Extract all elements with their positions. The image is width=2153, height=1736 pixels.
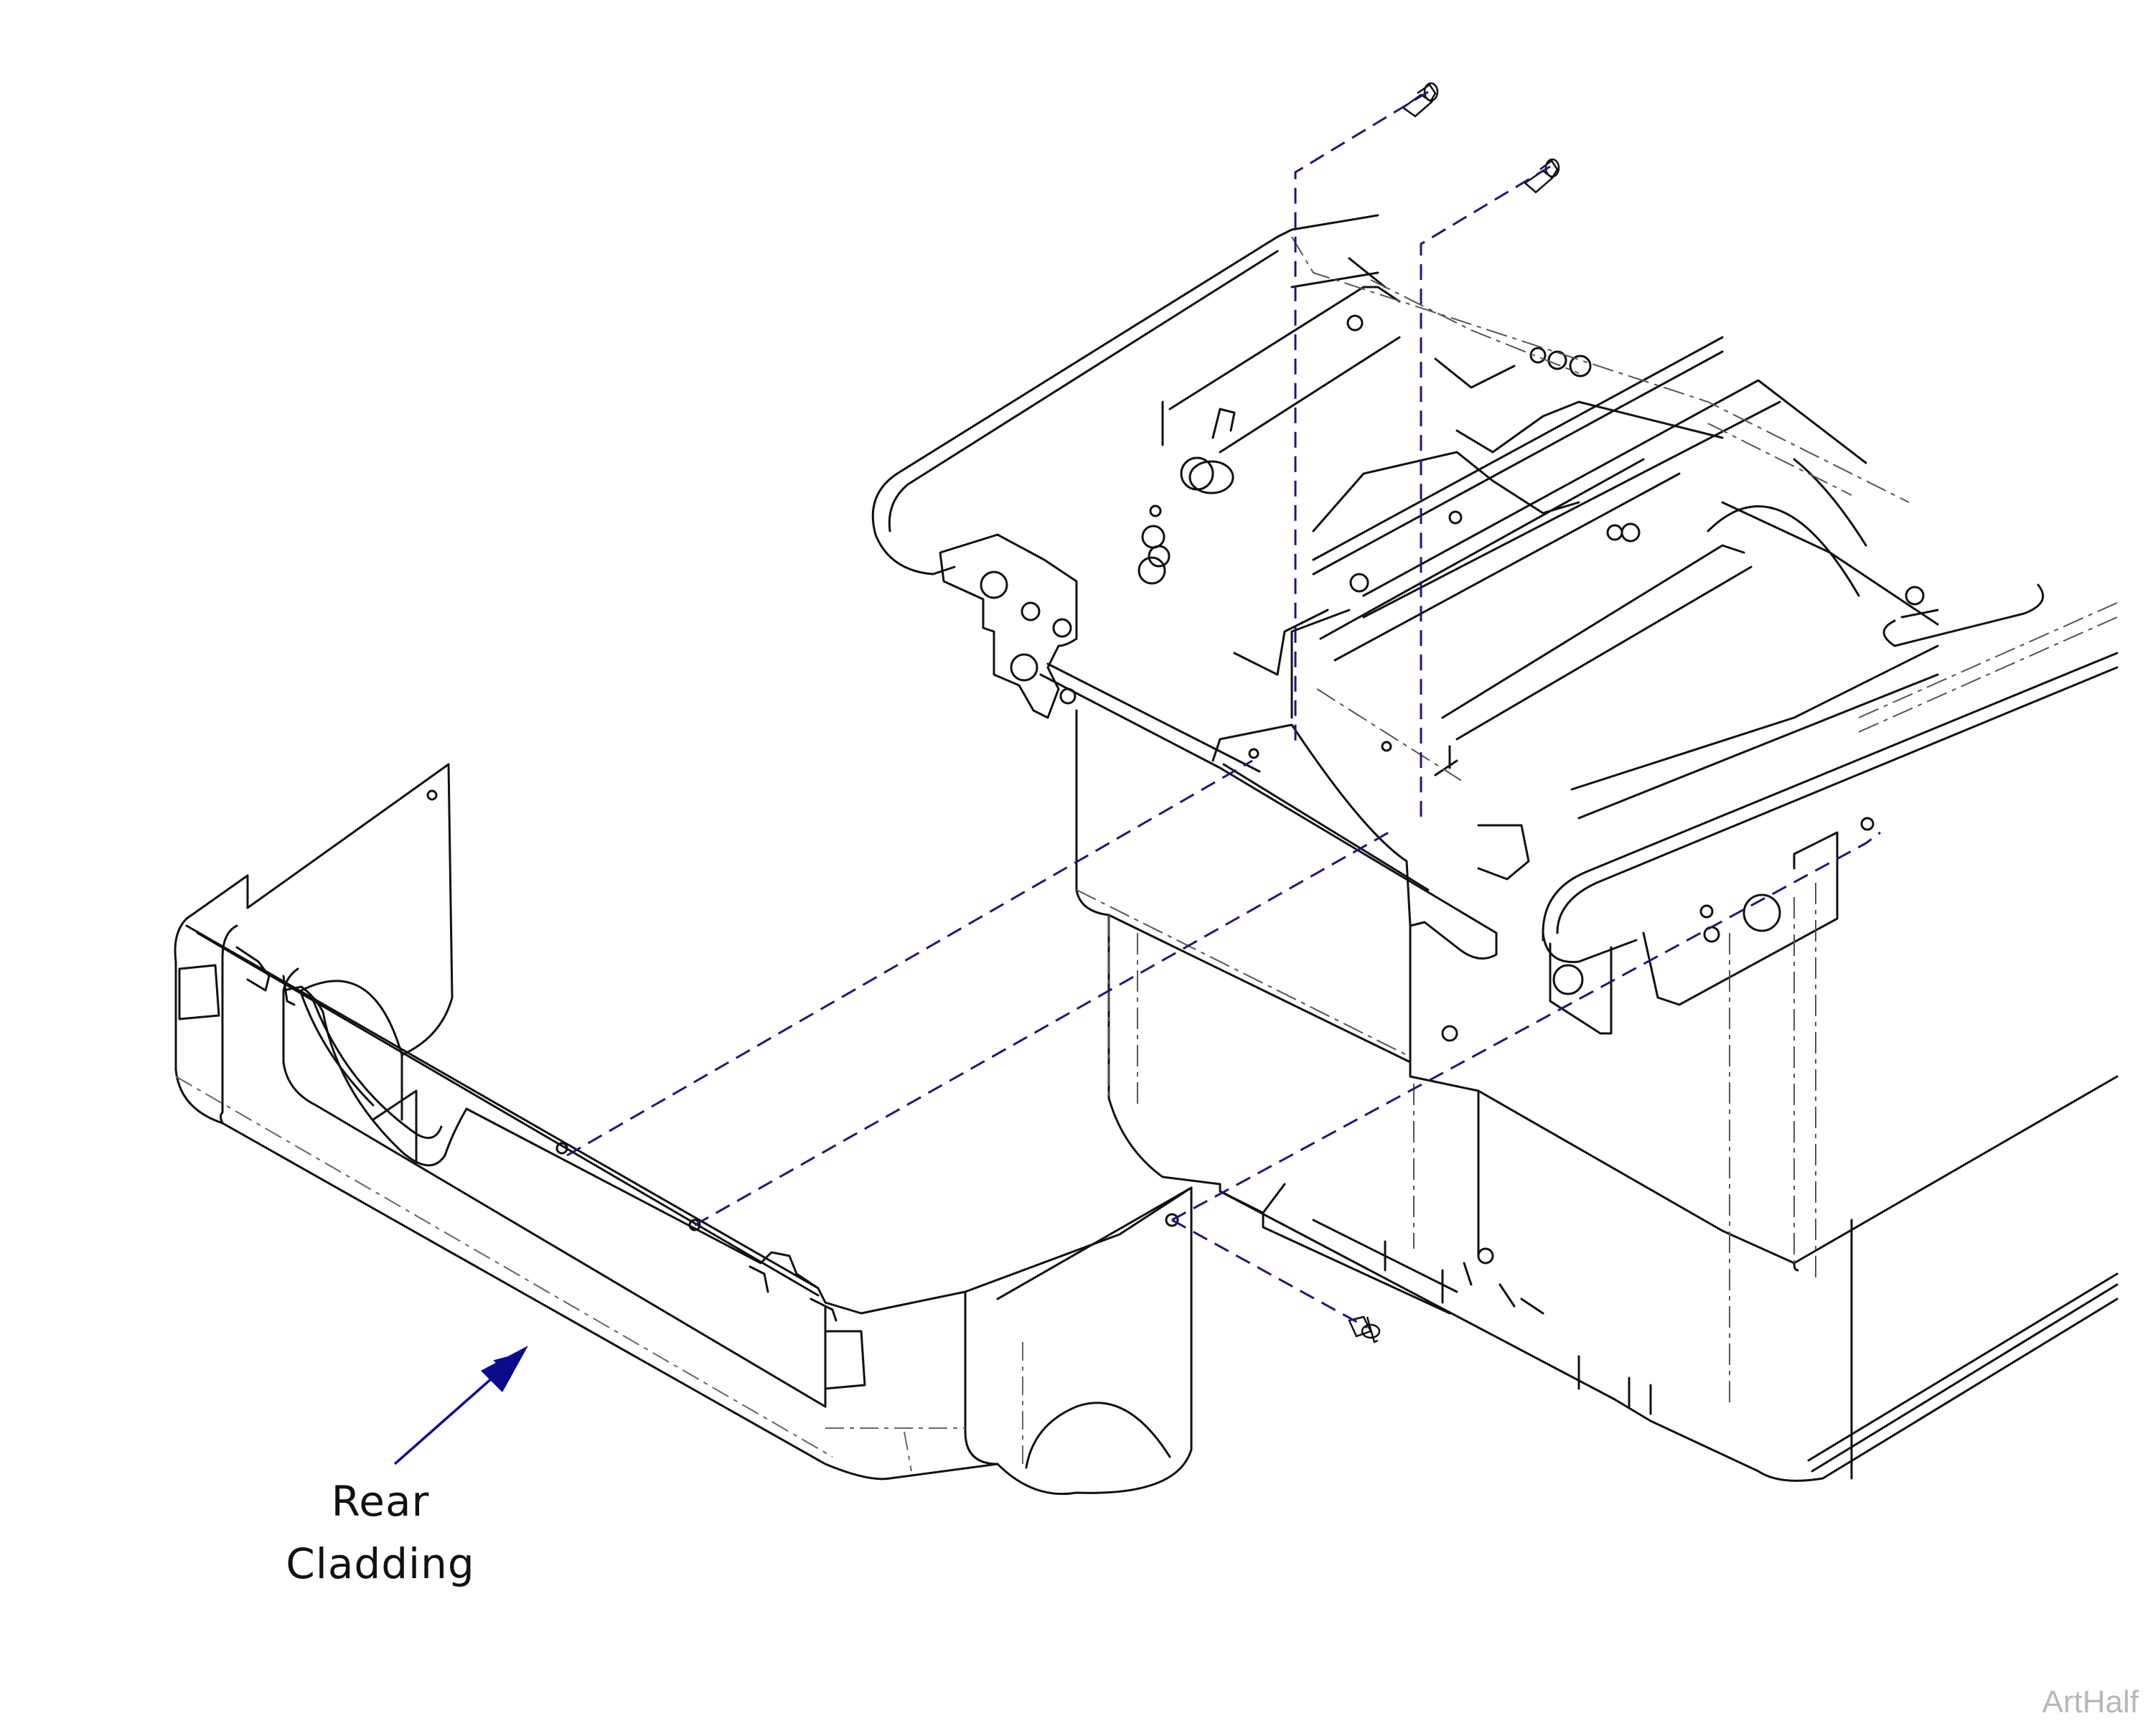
callout-arrowhead-icon bbox=[481, 1346, 528, 1392]
screw-bottom bbox=[1348, 1315, 1381, 1343]
cladding-hidden-lines bbox=[175, 1076, 1023, 1472]
chassis-assembly bbox=[871, 214, 2119, 1482]
hidden-lines bbox=[1076, 236, 2118, 1407]
watermark: ArtHalf bbox=[2042, 1684, 2139, 1719]
rear-cladding-part bbox=[174, 763, 1193, 1496]
assembly-guide-lines bbox=[566, 90, 1881, 1329]
screw-top-right bbox=[1523, 158, 1560, 194]
callout-label-line1: Rear bbox=[331, 1477, 430, 1526]
screw-top-left bbox=[1401, 82, 1439, 118]
callout-label-line2: Cladding bbox=[286, 1539, 475, 1588]
